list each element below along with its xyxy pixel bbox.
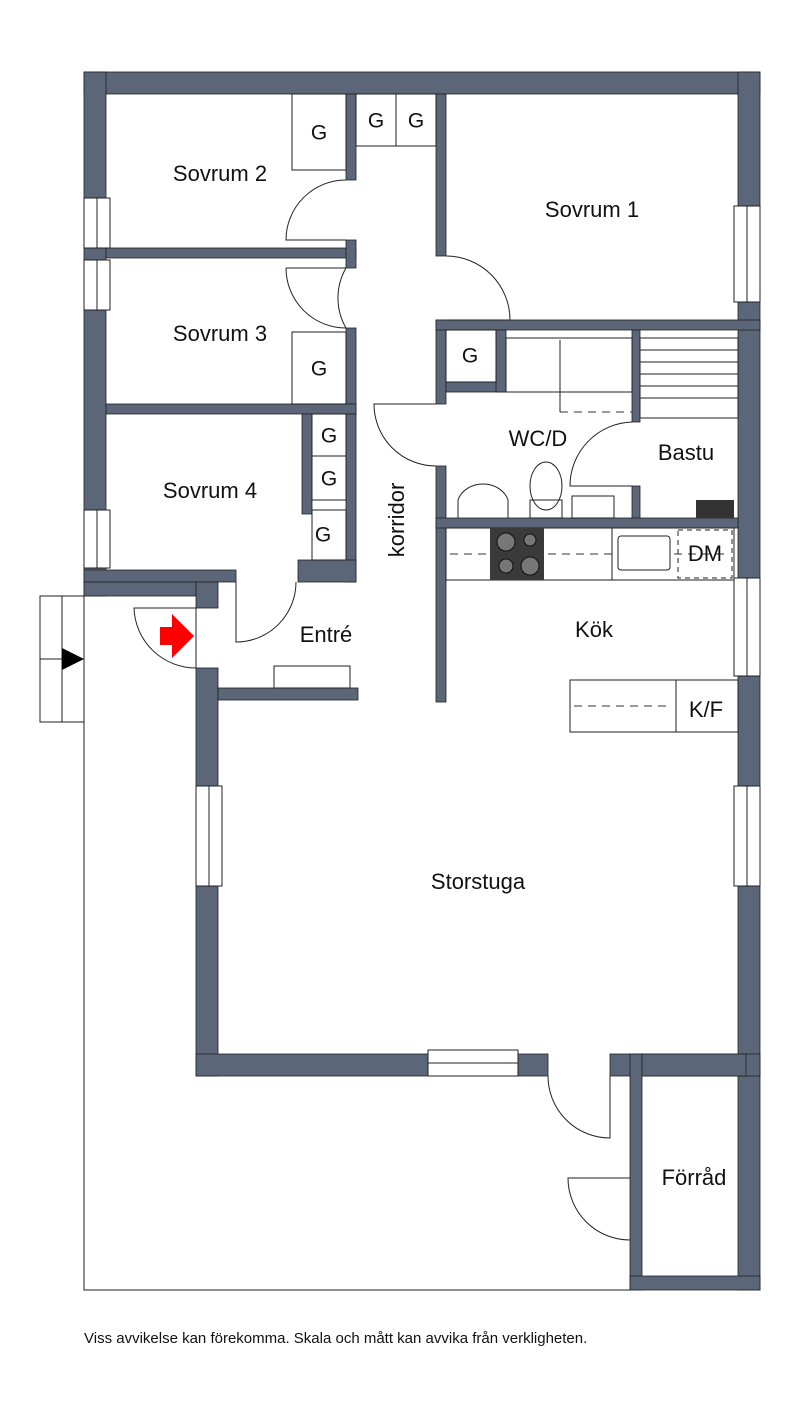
room-label-korridor: korridor xyxy=(384,483,409,558)
disclaimer-text: Viss avvikelse kan förekomma. Skala och … xyxy=(84,1330,588,1347)
wardrobe-label: G xyxy=(311,122,327,145)
room-label-wcd: WC/D xyxy=(509,426,568,451)
wardrobe-label: G xyxy=(408,110,424,133)
room-label-sovrum1: Sovrum 1 xyxy=(545,197,639,222)
wardrobe-label: G xyxy=(315,524,331,547)
dishwasher-label: DM xyxy=(688,541,722,566)
wardrobe-label: G xyxy=(321,468,337,491)
wardrobe-label: G xyxy=(462,345,478,368)
entrance-steps xyxy=(39,595,85,723)
wardrobe-label: G xyxy=(311,358,327,381)
wardrobe-label: G xyxy=(321,425,337,448)
room-label-forrad: Förråd xyxy=(662,1165,727,1190)
kitchen-counter xyxy=(273,527,739,733)
room-label-entre: Entré xyxy=(300,622,353,647)
room-label-sovrum3: Sovrum 3 xyxy=(173,321,267,346)
wardrobe-label: G xyxy=(368,110,384,133)
room-label-kok: Kök xyxy=(575,617,614,642)
fridge-freezer-label: K/F xyxy=(689,697,723,722)
room-label-sovrum4: Sovrum 4 xyxy=(163,478,257,503)
doors xyxy=(133,179,633,1241)
sink-icon xyxy=(617,535,671,571)
room-label-storstuga: Storstuga xyxy=(431,869,526,894)
wardrobes xyxy=(291,93,497,561)
entrance-marker-icon xyxy=(62,648,84,670)
bathroom-fixtures xyxy=(457,337,739,519)
windows xyxy=(83,197,761,1077)
room-label-bastu: Bastu xyxy=(658,440,714,465)
entrance-arrow-icon xyxy=(160,614,194,658)
room-label-sovrum2: Sovrum 2 xyxy=(173,161,267,186)
